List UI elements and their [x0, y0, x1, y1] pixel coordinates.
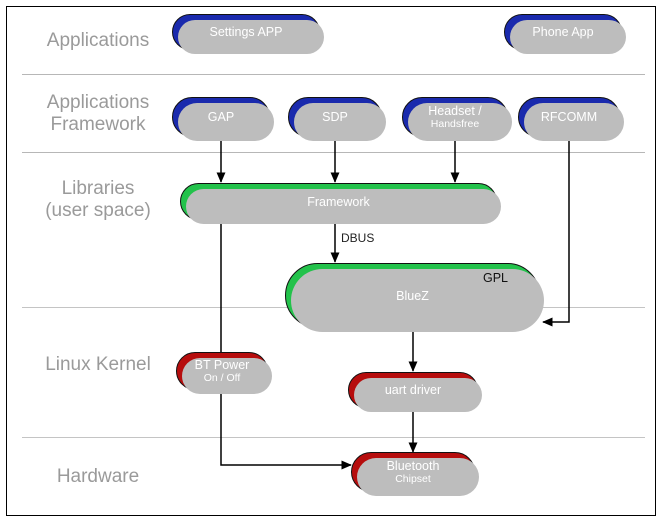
layer-label-applications-framework: Applications Framework	[46, 92, 150, 135]
node-settings-app-label: Settings APP	[209, 25, 283, 39]
node-bluetooth-chipset-label: Bluetooth	[386, 459, 440, 473]
node-rfcomm-label: RFCOMM	[540, 110, 598, 124]
diagram-frame	[6, 6, 656, 516]
node-sdp-label: SDP	[322, 110, 348, 124]
node-bluetooth-chipset-sublabel: Chipset	[395, 473, 431, 485]
connector-label-dbus: DBUS	[341, 231, 375, 245]
node-phone-app-label: Phone App	[532, 25, 594, 39]
node-sdp[interactable]: SDP	[288, 97, 386, 141]
node-gap[interactable]: GAP	[172, 97, 274, 141]
node-headset-handsfree[interactable]: Headset / Handsfree	[402, 97, 512, 141]
node-bt-power-label: BT Power	[194, 358, 250, 372]
node-headset-handsfree-label: Headset /	[428, 104, 482, 118]
node-phone-app[interactable]: Phone App	[504, 14, 626, 54]
node-framework-label: Framework	[307, 194, 370, 209]
node-framework[interactable]: Framework	[180, 183, 501, 224]
node-bt-power-sublabel: On / Off	[203, 372, 241, 384]
node-rfcomm[interactable]: RFCOMM	[518, 97, 624, 141]
divider-kernel-bottom	[22, 437, 645, 438]
node-bluetooth-chipset[interactable]: Bluetooth Chipset	[351, 452, 479, 496]
node-uart-driver-label: uart driver	[384, 383, 442, 397]
node-uart-driver[interactable]: uart driver	[348, 372, 482, 412]
layer-label-linux-kernel: Linux Kernel	[45, 354, 151, 375]
divider-applications-bottom	[22, 74, 645, 75]
node-bt-power[interactable]: BT Power On / Off	[176, 352, 272, 394]
node-gap-label: GAP	[207, 110, 235, 124]
node-settings-app[interactable]: Settings APP	[172, 14, 324, 54]
layer-label-libraries: Libraries (user space)	[45, 178, 151, 221]
node-headset-handsfree-sublabel: Handsfree	[430, 118, 480, 130]
node-bluez-label: BlueZ	[396, 288, 429, 303]
divider-framework-bottom	[22, 152, 645, 153]
layer-label-applications: Applications	[46, 30, 150, 51]
layer-label-hardware: Hardware	[56, 466, 140, 487]
node-bluez-license-tag: GPL	[483, 271, 509, 285]
